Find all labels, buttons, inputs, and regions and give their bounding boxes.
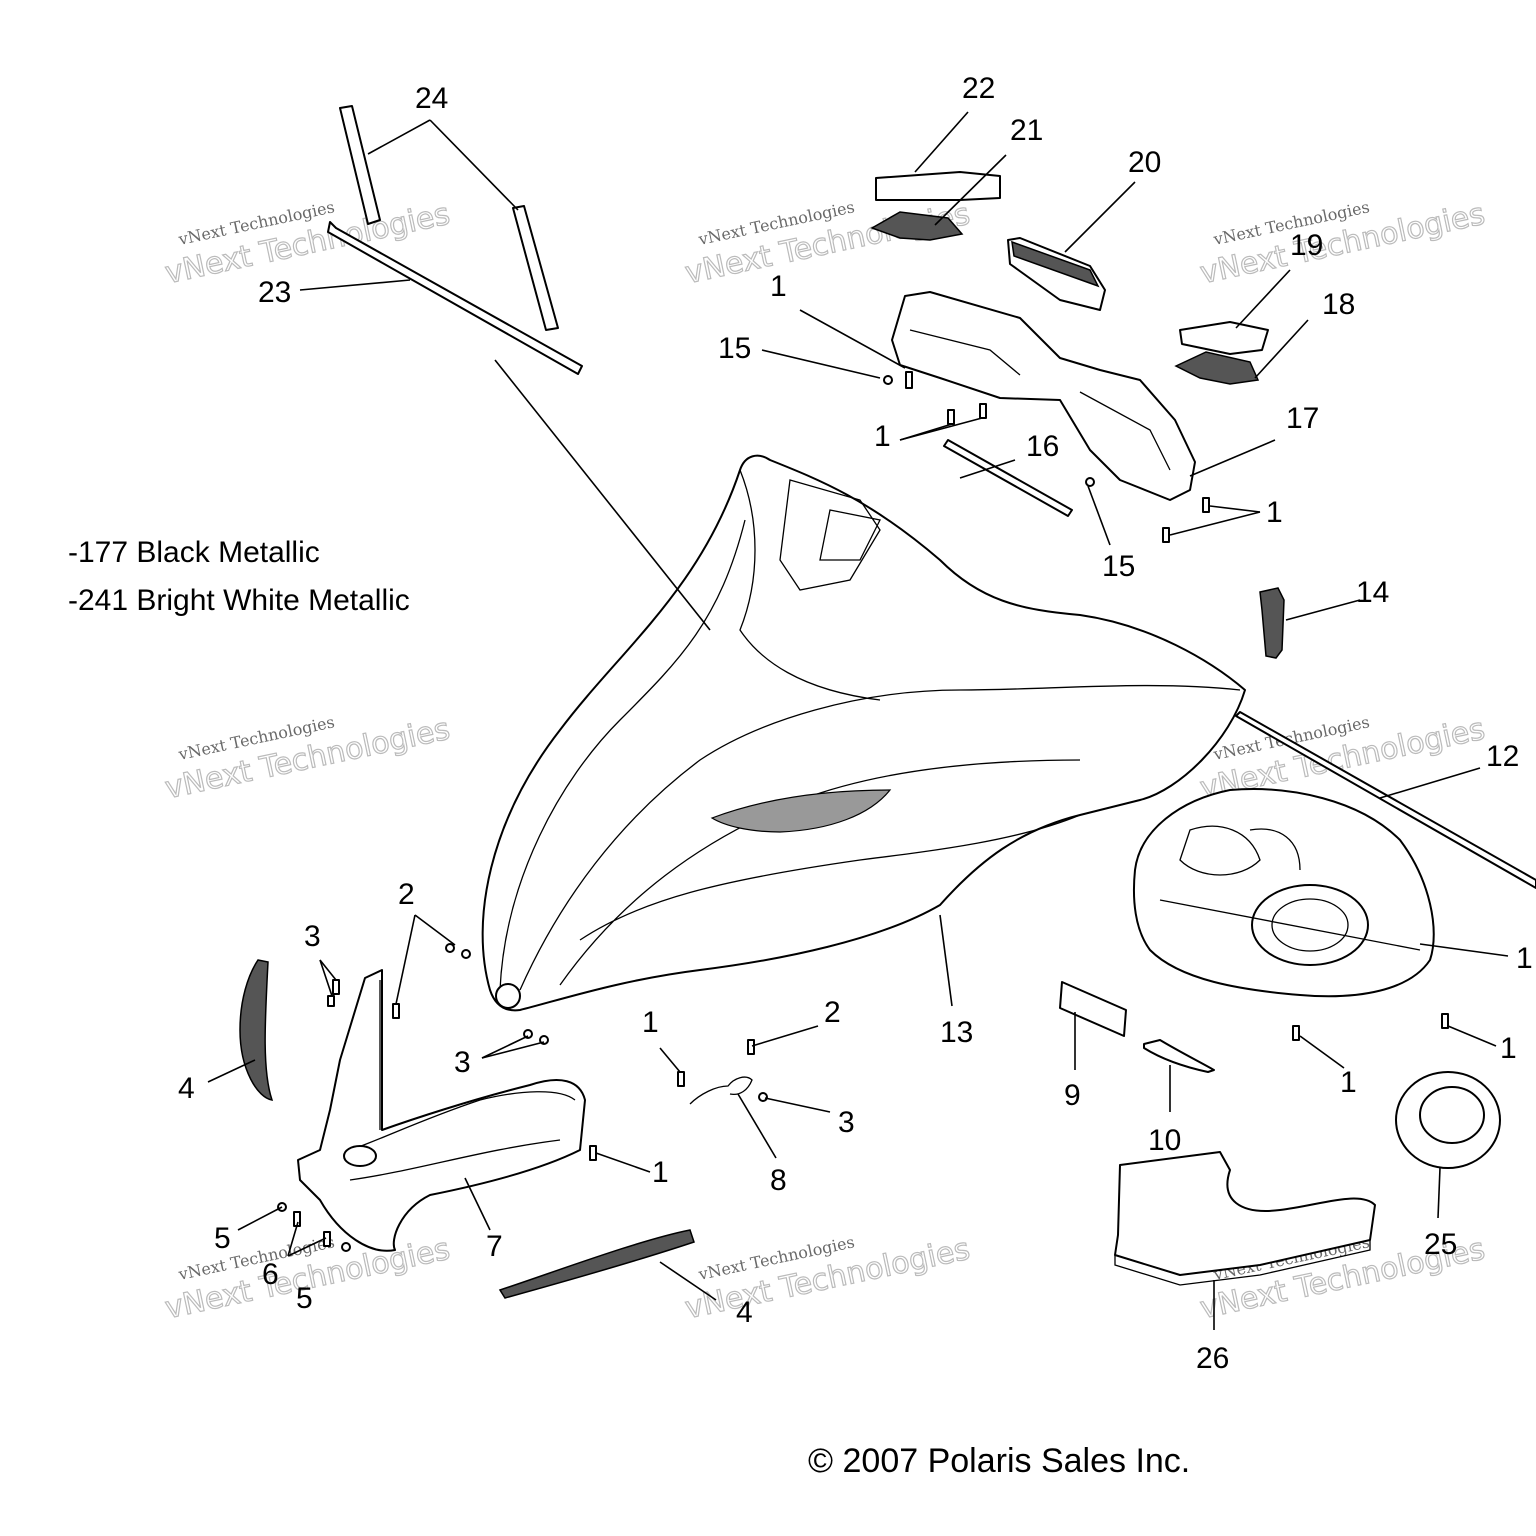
part-25-ring xyxy=(1395,1071,1501,1169)
part-26-foam xyxy=(1114,1151,1376,1276)
note-bright-white-metallic: -241 Bright White Metallic xyxy=(68,584,410,617)
callout-1: 1 xyxy=(1266,496,1283,529)
callout-6: 6 xyxy=(262,1258,279,1291)
note-black-metallic: -177 Black Metallic xyxy=(68,536,320,569)
part-16-rod xyxy=(943,439,1073,517)
callout-18: 18 xyxy=(1322,288,1355,321)
callout-5-lower: 5 xyxy=(296,1282,313,1315)
part-13-vent xyxy=(710,789,892,833)
part-18-bracket xyxy=(1174,351,1260,385)
copyright: © 2007 Polaris Sales Inc. xyxy=(808,1442,1190,1480)
part-17-console xyxy=(891,291,1196,501)
callout-15-top: 15 xyxy=(718,332,751,365)
callout-1: 1 xyxy=(1500,1032,1517,1065)
callout-20: 20 xyxy=(1128,146,1161,179)
callout-2-right: 2 xyxy=(824,996,841,1029)
part-4-grip-right xyxy=(498,1229,695,1299)
callout-2-left: 2 xyxy=(398,878,415,911)
callout-1: 1 xyxy=(770,270,787,303)
callout-4-left: 4 xyxy=(178,1072,195,1105)
callout-3-right: 3 xyxy=(838,1106,855,1139)
callout-22: 22 xyxy=(962,72,995,105)
callout-1: 1 xyxy=(1340,1066,1357,1099)
callout-5-upper: 5 xyxy=(214,1222,231,1255)
callout-17: 17 xyxy=(1286,402,1319,435)
part-12-rod xyxy=(1235,711,1536,889)
part-8-wire xyxy=(689,1076,753,1105)
callout-1: 1 xyxy=(874,420,891,453)
callout-15-right: 15 xyxy=(1102,550,1135,583)
callout-8: 8 xyxy=(770,1164,787,1197)
part-10-decal xyxy=(1143,1039,1215,1073)
leader-lines xyxy=(207,111,1509,1330)
callouts: 24 23 22 21 20 19 18 17 16 15 15 14 13 1… xyxy=(178,72,1533,1375)
callout-23: 23 xyxy=(258,276,291,309)
callout-25: 25 xyxy=(1424,1228,1457,1261)
callout-4-bottom: 4 xyxy=(736,1296,753,1329)
part-9-decal xyxy=(1059,981,1127,1037)
callout-1: 1 xyxy=(652,1156,669,1189)
callout-3-center: 3 xyxy=(454,1046,471,1079)
color-notes: -177 Black Metallic -241 Bright White Me… xyxy=(68,536,410,617)
callout-19: 19 xyxy=(1290,229,1323,262)
part-19-block xyxy=(1179,321,1269,355)
callout-3-left: 3 xyxy=(304,920,321,953)
part-23-strip xyxy=(327,221,583,375)
part-4-grip-left xyxy=(239,959,274,1101)
callout-14: 14 xyxy=(1356,576,1389,609)
part-7-bumper xyxy=(297,969,586,1252)
callout-24: 24 xyxy=(415,82,448,115)
callout-26: 26 xyxy=(1196,1342,1229,1375)
callout-16: 16 xyxy=(1026,430,1059,463)
part-13-hood xyxy=(481,454,1246,1012)
callout-11: 1 xyxy=(1516,942,1533,975)
callout-7: 7 xyxy=(486,1230,503,1263)
callout-21: 21 xyxy=(1010,114,1043,147)
callout-1: 1 xyxy=(642,1006,659,1039)
part-21-bracket xyxy=(870,211,964,241)
part-22-block xyxy=(875,171,1001,201)
callout-12: 12 xyxy=(1486,740,1519,773)
callout-13: 13 xyxy=(940,1016,973,1049)
callout-10: 10 xyxy=(1148,1124,1181,1157)
callout-9: 9 xyxy=(1064,1079,1081,1112)
part-24-strips xyxy=(339,105,559,331)
part-14-handle xyxy=(1259,587,1285,659)
